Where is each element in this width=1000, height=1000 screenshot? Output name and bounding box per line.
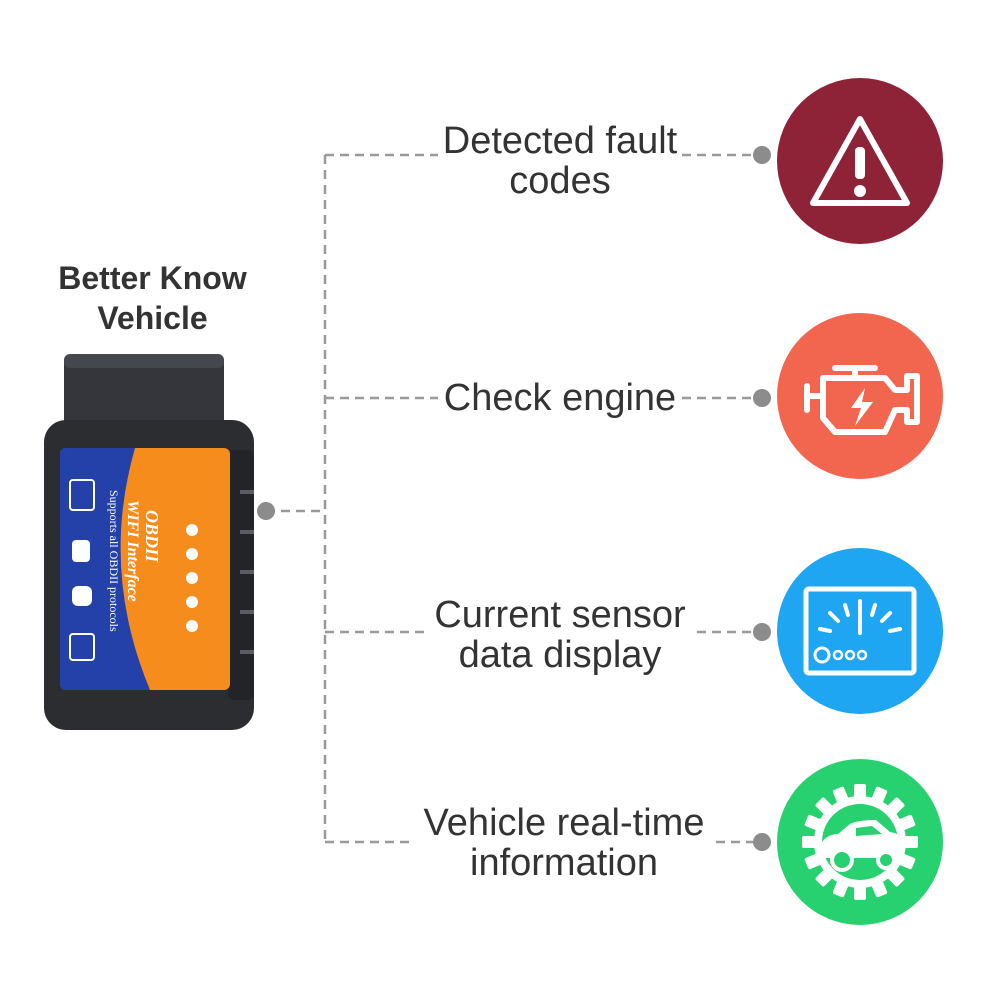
device-tagline: Supports all OBDII protocols — [107, 490, 121, 632]
check-engine-badge — [777, 313, 943, 479]
feature-1-line-2: codes — [509, 160, 611, 202]
device-subtitle: WIFI Interface — [124, 500, 141, 602]
heading-line-2: Vehicle — [97, 300, 208, 336]
check-engine-icon — [804, 365, 920, 435]
led-4 — [186, 596, 198, 608]
feature-1-line-1: Detected fault — [442, 120, 678, 162]
endpoint-dot-3 — [753, 623, 771, 641]
feature-2-line-1: Check engine — [443, 377, 677, 419]
heading: Better Know Vehicle — [20, 258, 285, 338]
feature-label-3: Current sensor data display — [424, 595, 696, 675]
car-gear-icon — [802, 784, 918, 900]
fault-codes-badge — [777, 78, 943, 244]
gauge-icon — [803, 586, 917, 676]
feature-4-line-1: Vehicle real-time — [423, 802, 705, 844]
sensor-data-badge — [777, 548, 943, 714]
feature-4-line-2: information — [470, 842, 658, 884]
device-dot — [257, 502, 275, 520]
feature-3-line-2: data display — [458, 634, 662, 676]
feature-label-1: Detected fault codes — [438, 121, 682, 201]
heading-line-1: Better Know — [58, 260, 247, 296]
feature-3-line-1: Current sensor — [434, 594, 686, 636]
led-1 — [186, 524, 198, 536]
endpoint-dot-2 — [753, 389, 771, 407]
led-5 — [186, 620, 198, 632]
led-3 — [186, 572, 198, 584]
feature-label-2: Check engine — [438, 378, 682, 418]
device-brand: OBDII — [142, 510, 162, 563]
feature-label-4: Vehicle real-time information — [412, 803, 716, 883]
endpoint-dot-4 — [753, 833, 771, 851]
warning-triangle-icon — [810, 116, 910, 206]
real-time-info-badge — [777, 759, 943, 925]
led-2 — [186, 548, 198, 560]
obd-device: Supports all OBDII protocols WIFI Interf… — [44, 354, 254, 730]
endpoint-dot-1 — [753, 146, 771, 164]
